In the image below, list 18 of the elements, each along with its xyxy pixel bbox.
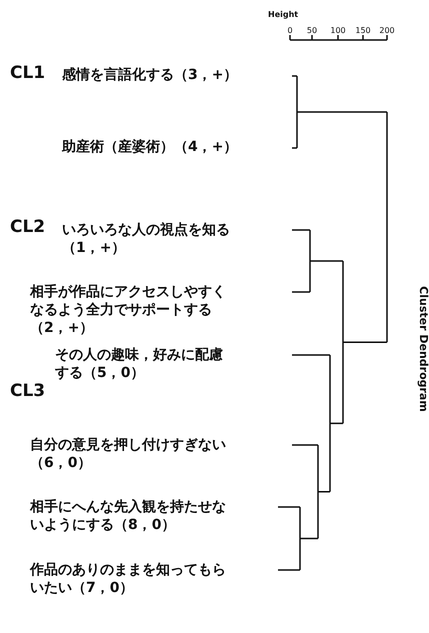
tick-label: 200 — [379, 25, 395, 37]
tick-label: 0 — [287, 25, 293, 37]
leaf-label: いろいろな人の視点を知る（1，+） — [62, 221, 231, 257]
cluster-label: CL1 — [10, 64, 46, 82]
axis-label: Height — [268, 9, 298, 21]
tick-label: 50 — [306, 25, 318, 37]
chart-title: Cluster Dendrogram — [416, 286, 429, 412]
leaf-label: 相手が作品にアクセスしやすくなるよう全力でサポートする（2，+） — [30, 283, 227, 337]
leaf-label: 作品のありのままを知ってもらいたい（7，0） — [30, 561, 227, 597]
leaf-label: 助産術（産婆術）（4，+） — [62, 138, 238, 156]
cluster-label: CL3 — [10, 382, 46, 400]
leaf-label: 相手にへんな先入観を持たせないようにする（8，0） — [30, 498, 227, 534]
leaf-label: その人の趣味，好みに配慮する（5，0） — [55, 346, 224, 382]
cluster-label: CL2 — [10, 218, 46, 236]
tick-label: 100 — [330, 25, 346, 37]
leaf-label: 自分の意見を押し付けすぎない（6，0） — [30, 436, 227, 472]
leaf-label: 感情を言語化する（3，+） — [62, 66, 238, 84]
tick-label: 150 — [355, 25, 371, 37]
